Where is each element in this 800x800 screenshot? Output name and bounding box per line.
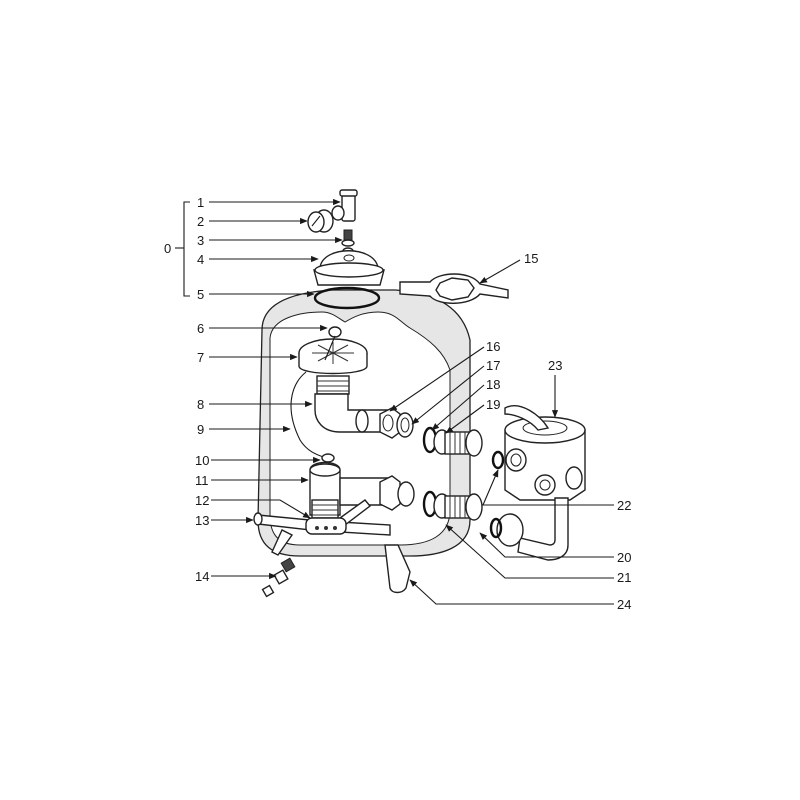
- callout-9: 9: [197, 422, 204, 437]
- group-bracket: [183, 201, 190, 297]
- part-1-tee-fitting: [331, 189, 358, 222]
- upper-bulkhead-fitting: [422, 426, 483, 457]
- callout-2: 2: [197, 214, 204, 229]
- callout-7: 7: [197, 350, 204, 365]
- part-11-lower-elbow: [309, 461, 415, 516]
- label-0: 0: [164, 241, 171, 256]
- upper-washer: [396, 412, 414, 438]
- callout-21: 21: [617, 570, 631, 585]
- part-5-o-ring: [313, 286, 381, 310]
- callout-12: 12: [195, 493, 209, 508]
- tank-leg-right: [384, 544, 411, 594]
- part-8-upper-elbow-pipe: [314, 393, 393, 433]
- lower-bulkhead-fitting: [422, 490, 483, 521]
- upper-union-nut: [379, 407, 401, 439]
- callout-13: 13: [195, 513, 209, 528]
- part-23-multiport-valve: [489, 405, 586, 561]
- callout-10: 10: [195, 453, 209, 468]
- callout-20: 20: [617, 550, 631, 565]
- part-10-hose-fitting: [321, 453, 335, 463]
- callout-16: 16: [486, 339, 500, 354]
- callout-22: 22: [617, 498, 631, 513]
- part-12-threaded-collar: [311, 499, 339, 519]
- part-7-top-diffuser: [298, 338, 368, 395]
- callout-18: 18: [486, 377, 500, 392]
- part-2-pressure-gauge: [307, 209, 334, 233]
- callout-5: 5: [197, 287, 204, 302]
- callout-24: 24: [617, 597, 631, 612]
- part-14-drain-plug: [261, 557, 296, 598]
- callout-8: 8: [197, 397, 204, 412]
- callout-3: 3: [197, 233, 204, 248]
- callout-15: 15: [524, 251, 538, 266]
- callout-4: 4: [197, 252, 204, 267]
- callout-23: 23: [548, 358, 562, 373]
- callout-14: 14: [195, 569, 209, 584]
- part-15-lid-wrench: [399, 273, 509, 304]
- callout-19: 19: [486, 397, 500, 412]
- callout-6: 6: [197, 321, 204, 336]
- callout-1: 1: [197, 195, 204, 210]
- callouts-left: 1 2 3 4 5 6 7 8 9 10 11 12 13 14: [195, 195, 343, 584]
- callout-11: 11: [195, 473, 209, 488]
- part-13-laterals: [253, 499, 391, 536]
- callouts-right: 15 16 17 18 19 23 22 20 21 24: [389, 251, 631, 612]
- tank-leg-left: [271, 529, 294, 556]
- callout-17: 17: [486, 358, 500, 373]
- part-4-dome-lid: [313, 250, 385, 286]
- part-6-air-relief: [324, 326, 342, 361]
